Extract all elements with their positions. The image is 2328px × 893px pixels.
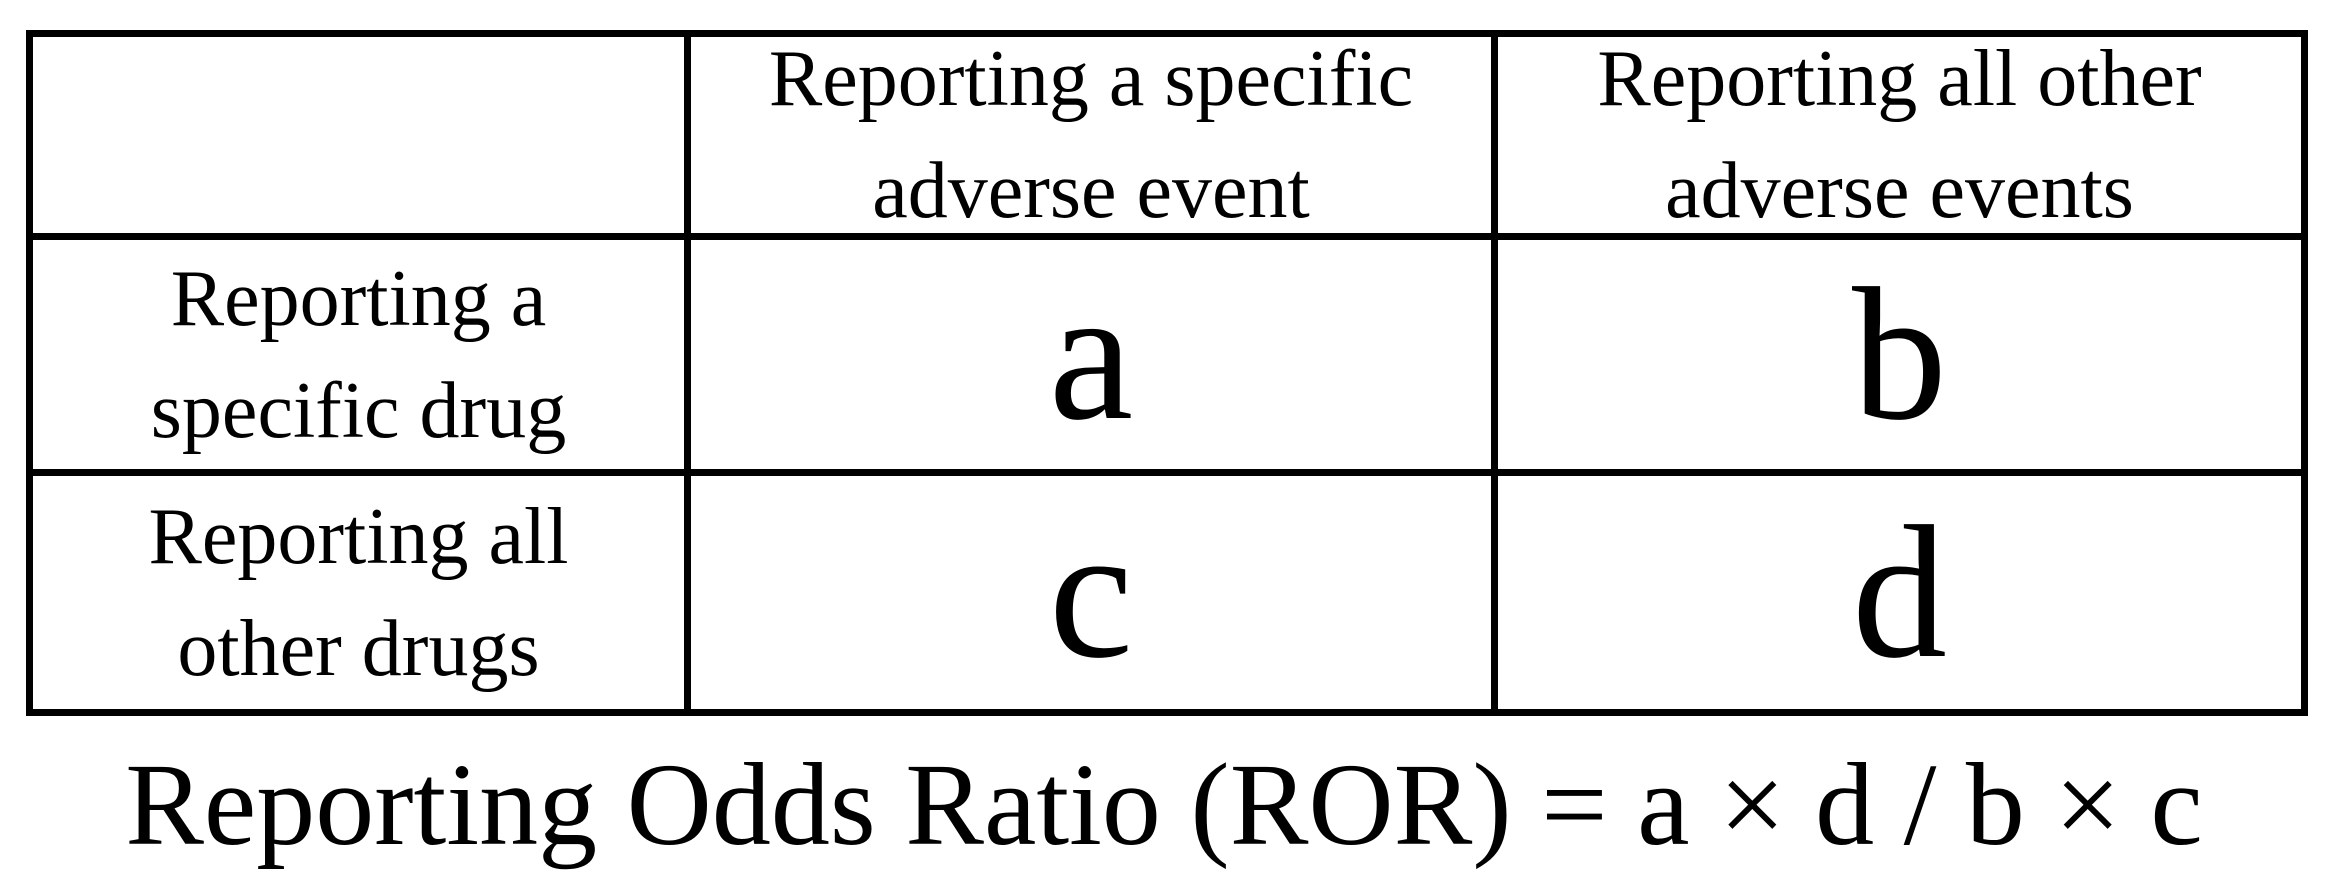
col-header-specific-adverse-event: Reporting a specific adverse event [691, 37, 1491, 233]
row-header-other-drugs: Reporting all other drugs [33, 476, 684, 709]
ror-formula: Reporting Odds Ratio (ROR) = a × d / b ×… [0, 716, 2328, 893]
row-header-line: Reporting a [170, 254, 547, 343]
contingency-table: Reporting a specific adverse event Repor… [26, 30, 2308, 716]
row-header-specific-drug: Reporting a specific drug [33, 240, 684, 469]
cell-c: c [691, 476, 1491, 709]
col-header-line: adverse event [872, 147, 1310, 233]
ror-formula-text: Reporting Odds Ratio (ROR) = a × d / b ×… [125, 738, 2203, 870]
row-header-line: Reporting all [148, 492, 569, 581]
cell-b-value: b [1852, 249, 1947, 460]
col-header-line: Reporting all other [1597, 37, 2202, 123]
row-header-line: specific drug [150, 366, 567, 455]
col-header-line: adverse events [1665, 147, 2134, 233]
col-header-other-adverse-events: Reporting all other adverse events [1498, 37, 2301, 233]
cell-a: a [691, 240, 1491, 469]
col-header-line: Reporting a specific [768, 37, 1414, 123]
cell-b: b [1498, 240, 2301, 469]
cell-c-value: c [1048, 487, 1134, 698]
cell-a-value: a [1048, 249, 1134, 460]
cell-d: d [1498, 476, 2301, 709]
corner-cell [33, 37, 684, 233]
row-header-line: other drugs [177, 604, 540, 693]
cell-d-value: d [1852, 487, 1947, 698]
